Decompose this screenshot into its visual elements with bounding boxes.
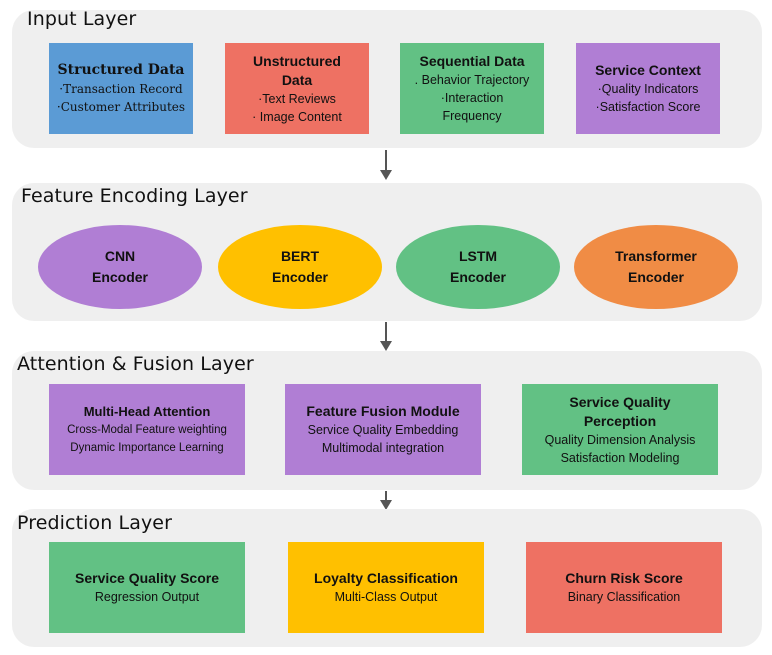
service-quality-perception-line-2: Satisfaction Modeling (560, 450, 680, 465)
service-quality-score-title: Service Quality Score (75, 570, 219, 586)
multi-head-attention-title: Multi-Head Attention (83, 404, 211, 419)
feature-fusion-module-title: Feature Fusion Module (306, 403, 460, 419)
sequential-data-line-2: ·Interaction (440, 91, 504, 105)
service-quality-perception-title-2: Perception (583, 412, 657, 429)
service-quality-score-line-1: Regression Output (94, 590, 200, 604)
loyalty-classification-line-1: Multi-Class Output (334, 590, 438, 604)
arrow-fusion-to-prediction (380, 491, 392, 510)
unstructured-data-line-2: · Image Content (252, 109, 342, 124)
structured-data-box: Structured Data ·Transaction Record ·Cus… (49, 43, 193, 134)
cnn-encoder-line-1: CNN (104, 248, 136, 264)
multi-head-attention-line-1: Cross-Modal Feature weighting (67, 424, 227, 436)
unstructured-data-box: Unstructured Data ·Text Reviews · Image … (225, 43, 369, 134)
churn-risk-score-title: Churn Risk Score (565, 570, 683, 586)
multi-head-attention-line-2: Dynamic Importance Learning (70, 442, 224, 454)
loyalty-classification-title: Loyalty Classification (314, 570, 458, 586)
service-quality-perception-box: Service Quality Perception Quality Dimen… (522, 384, 718, 475)
prediction-layer-title: Prediction Layer (17, 512, 173, 534)
arrow-input-to-encoding (380, 150, 392, 180)
bert-encoder-line-1: BERT (280, 248, 320, 264)
structured-data-title: Structured Data (57, 62, 185, 78)
service-quality-score-box: Service Quality Score Regression Output (49, 542, 245, 633)
churn-risk-score-box: Churn Risk Score Binary Classification (526, 542, 722, 633)
sequential-data-title: Sequential Data (419, 53, 525, 69)
cnn-encoder: CNN Encoder (38, 225, 202, 309)
transformer-encoder-line-2: Encoder (627, 269, 684, 285)
service-quality-perception-title-1: Service Quality (569, 393, 671, 410)
lstm-encoder-line-1: LSTM (458, 248, 498, 264)
cnn-encoder-line-2: Encoder (91, 269, 148, 285)
lstm-encoder-line-2: Encoder (449, 269, 506, 285)
input-layer-title: Input Layer (27, 8, 137, 30)
service-context-title: Service Context (595, 62, 701, 78)
transformer-encoder: Transformer Encoder (574, 225, 738, 309)
sequential-data-line-3: Frequency (442, 109, 502, 123)
feature-fusion-module-line-2: Multimodal integration (321, 441, 445, 455)
arrow-encoding-to-fusion (380, 322, 392, 351)
multi-head-attention-box: Multi-Head Attention Cross-Modal Feature… (49, 384, 245, 475)
feature-fusion-module-box: Feature Fusion Module Service Quality Em… (285, 384, 481, 475)
feature-fusion-module-line-1: Service Quality Embedding (307, 423, 459, 437)
service-quality-perception-line-1: Quality Dimension Analysis (544, 432, 696, 447)
service-context-line-2: ·Satisfaction Score (595, 100, 701, 114)
service-context-box: Service Context ·Quality Indicators ·Sat… (576, 43, 720, 134)
sequential-data-box: Sequential Data . Behavior Trajectory ·I… (400, 43, 544, 134)
transformer-encoder-line-1: Transformer (615, 248, 697, 264)
lstm-encoder: LSTM Encoder (396, 225, 560, 309)
bert-encoder: BERT Encoder (218, 225, 382, 309)
churn-risk-score-line-1: Binary Classification (567, 590, 681, 604)
encoding-layer-title: Feature Encoding Layer (21, 185, 248, 207)
service-context-line-1: ·Quality Indicators (597, 82, 699, 96)
unstructured-data-line-1: ·Text Reviews (258, 91, 336, 106)
structured-data-line-1: ·Transaction Record (59, 82, 183, 96)
sequential-data-line-1: . Behavior Trajectory (414, 73, 530, 87)
fusion-layer-title: Attention & Fusion Layer (17, 353, 254, 375)
bert-encoder-line-2: Encoder (271, 269, 328, 285)
structured-data-line-2: ·Customer Attributes (56, 100, 186, 114)
unstructured-data-title: Unstructured Data (253, 52, 341, 88)
loyalty-classification-box: Loyalty Classification Multi-Class Outpu… (288, 542, 484, 633)
